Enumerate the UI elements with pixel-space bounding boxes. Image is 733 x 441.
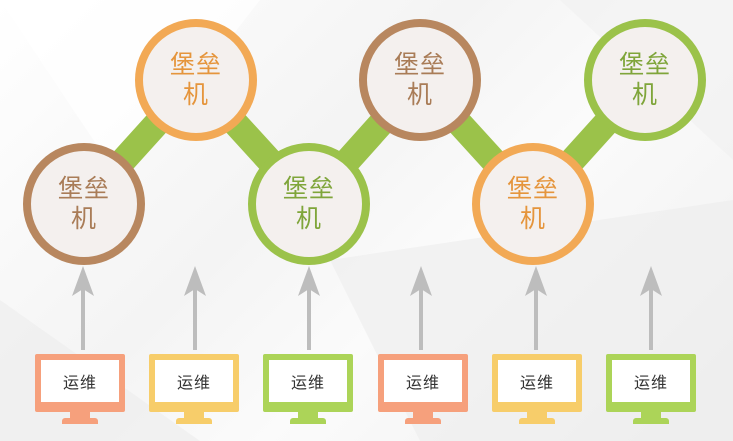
ops-label: 运维	[519, 373, 554, 392]
monitor-foot	[176, 418, 212, 424]
ops-label: 运维	[62, 373, 97, 392]
ops-monitor-5: 运维	[492, 354, 582, 428]
up-arrow	[72, 266, 94, 350]
bastion-node-3: 堡垒机	[248, 143, 370, 265]
monitor-foot	[62, 418, 98, 424]
bastion-node-4: 堡垒机	[359, 19, 481, 141]
monitor-foot	[290, 418, 326, 424]
bastion-node-6: 堡垒机	[584, 19, 706, 141]
monitor-screen: 运维	[378, 354, 468, 412]
monitor-screen: 运维	[35, 354, 125, 412]
monitor-stand	[527, 412, 547, 420]
up-arrow	[525, 266, 547, 350]
ops-monitor-2: 运维	[149, 354, 239, 428]
ops-label: 运维	[405, 373, 440, 392]
bastion-node-label: 堡垒机	[393, 50, 446, 109]
monitor-screen: 运维	[149, 354, 239, 412]
ops-monitor-6: 运维	[606, 354, 696, 428]
monitor-foot	[405, 418, 441, 424]
monitor-foot	[633, 418, 669, 424]
bastion-node-label: 堡垒机	[57, 174, 110, 233]
bastion-node-label: 堡垒机	[618, 50, 671, 109]
bastion-node-label: 堡垒机	[506, 174, 559, 233]
monitor-stand	[184, 412, 204, 420]
up-arrow	[410, 266, 432, 350]
monitor-screen: 运维	[492, 354, 582, 412]
bastion-node-1: 堡垒机	[23, 143, 145, 265]
up-arrow	[640, 266, 662, 350]
ops-monitor-3: 运维	[263, 354, 353, 428]
bastion-node-label: 堡垒机	[282, 174, 335, 233]
ops-label: 运维	[633, 373, 668, 392]
up-arrow	[298, 266, 320, 350]
bastion-node-2: 堡垒机	[135, 19, 257, 141]
monitor-screen: 运维	[263, 354, 353, 412]
monitor-stand	[413, 412, 433, 420]
monitor-stand	[70, 412, 90, 420]
monitor-foot	[519, 418, 555, 424]
ops-monitor-1: 运维	[35, 354, 125, 428]
bastion-node-5: 堡垒机	[472, 143, 594, 265]
ops-label: 运维	[290, 373, 325, 392]
monitor-stand	[298, 412, 318, 420]
monitor-screen: 运维	[606, 354, 696, 412]
up-arrow	[184, 266, 206, 350]
bastion-node-label: 堡垒机	[169, 50, 222, 109]
ops-label: 运维	[176, 373, 211, 392]
ops-monitor-4: 运维	[378, 354, 468, 428]
monitor-stand	[641, 412, 661, 420]
